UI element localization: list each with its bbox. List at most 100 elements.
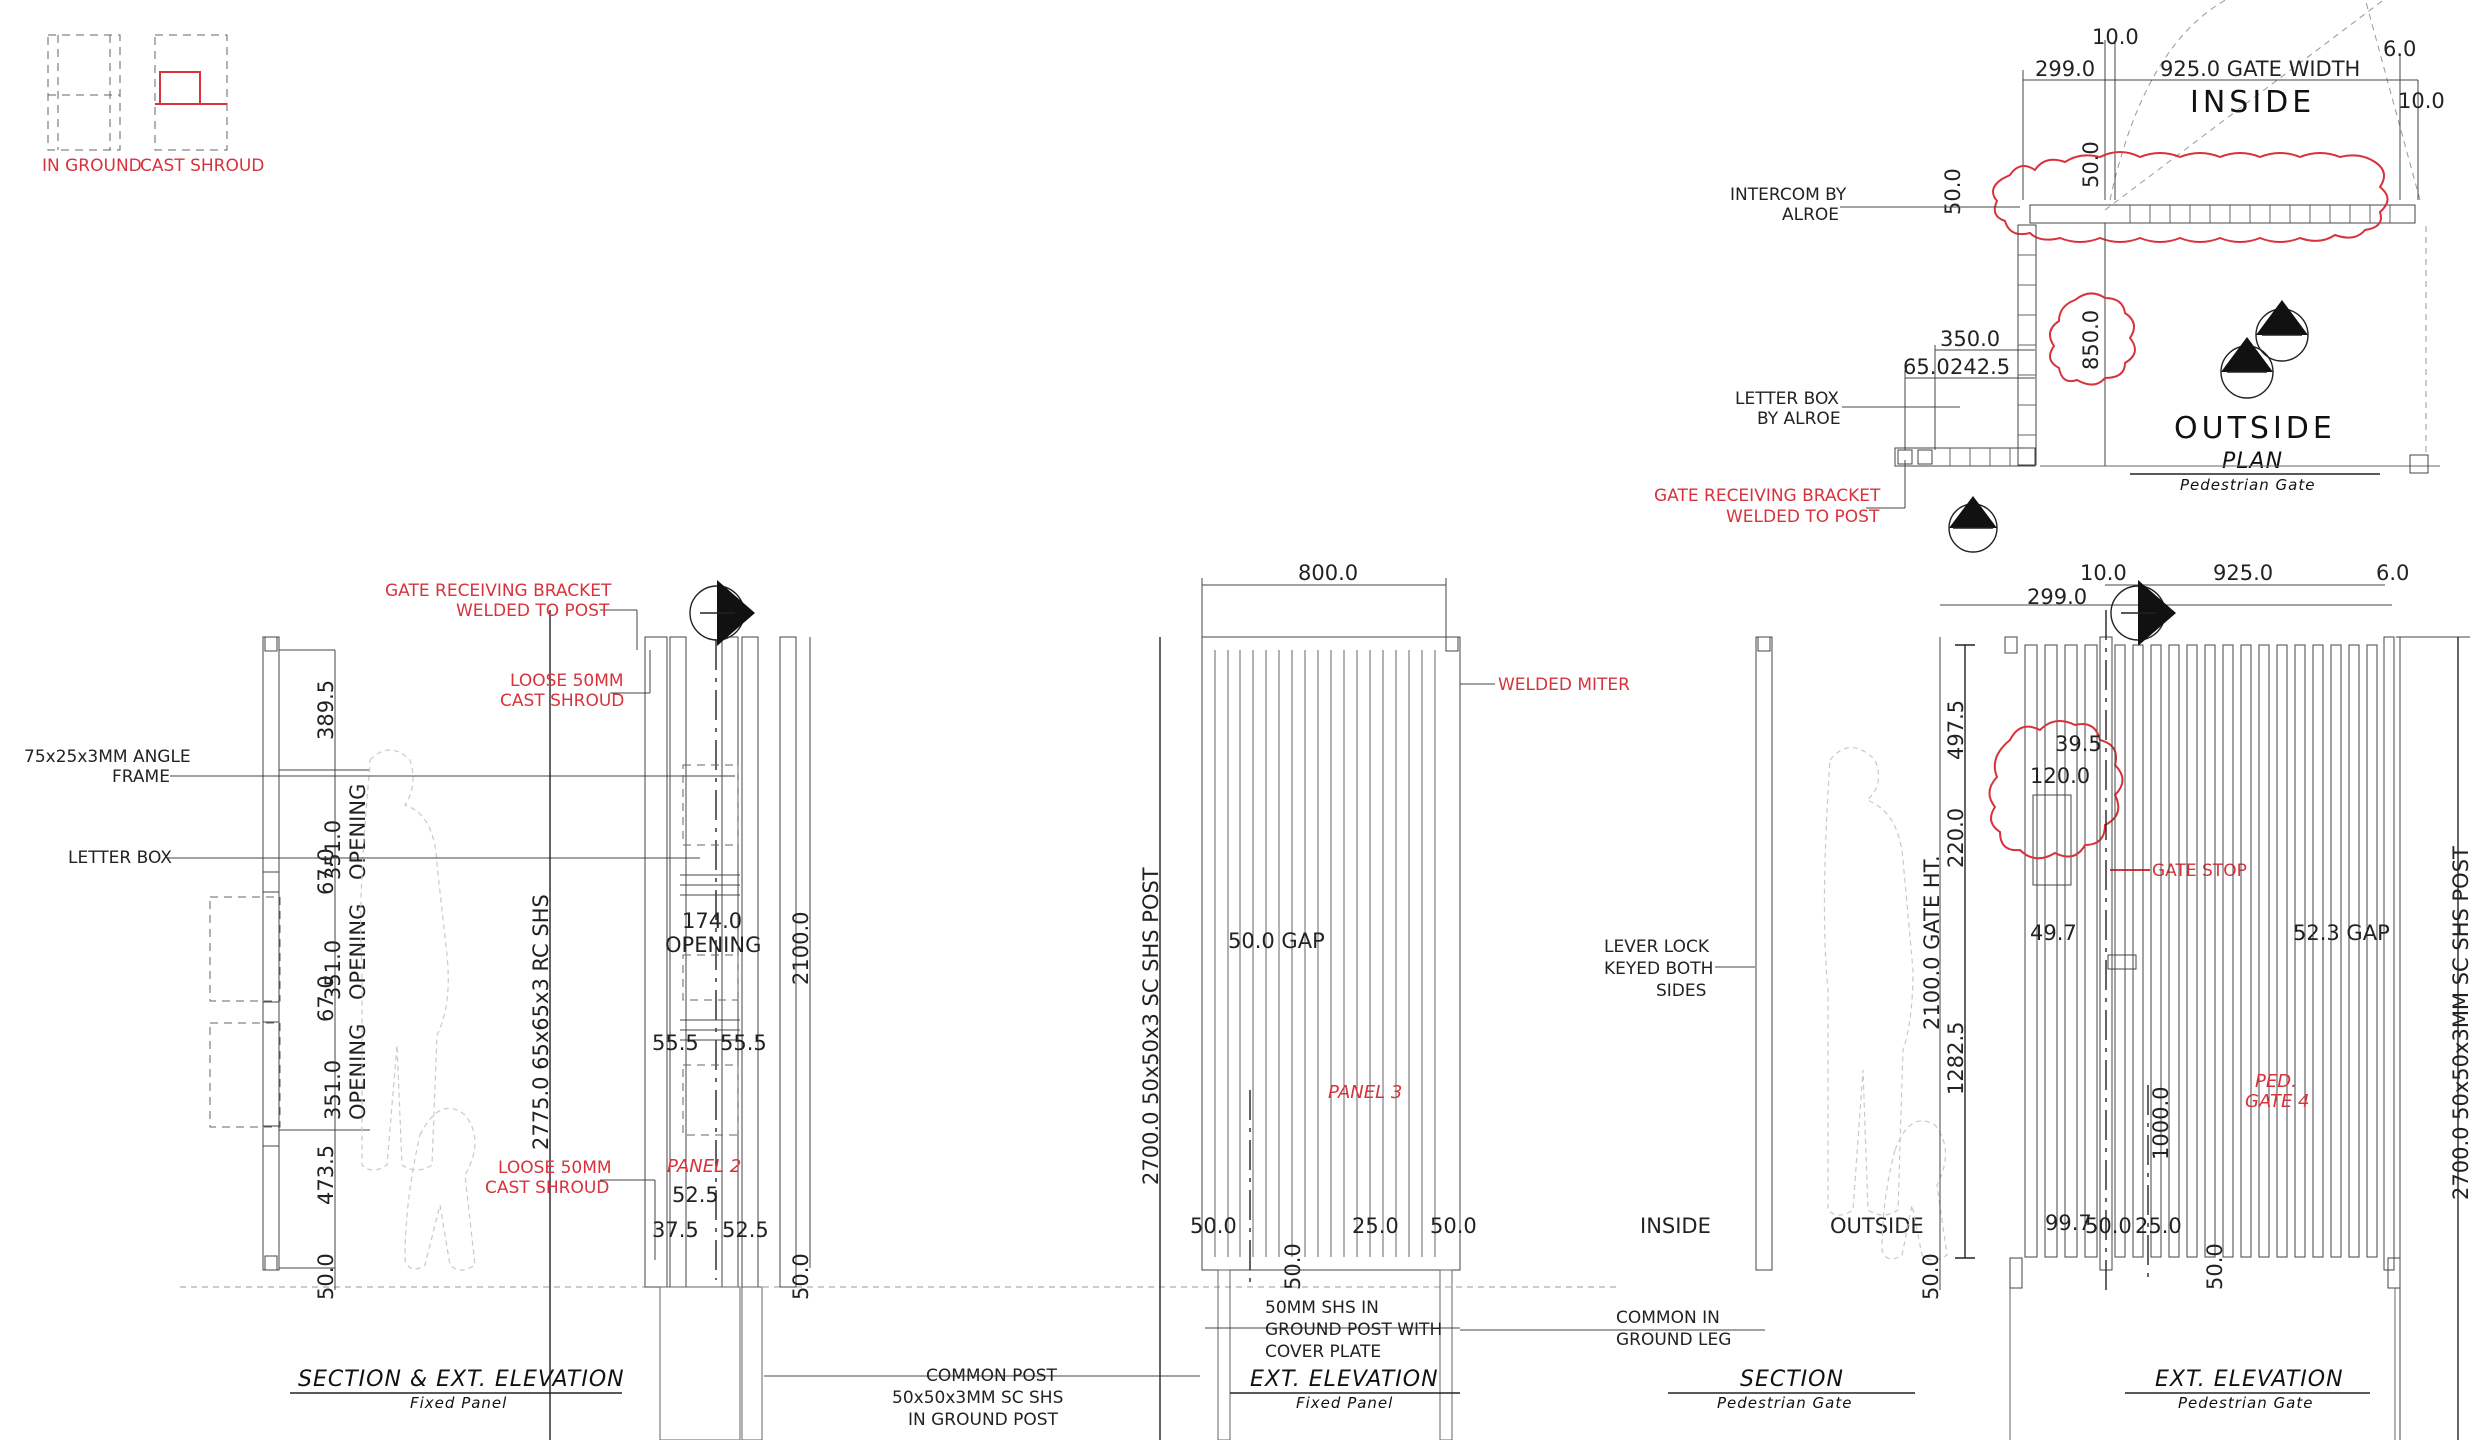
plan-dim-10: 10.0 — [2092, 25, 2139, 49]
ped-post-label: 2700.0 50x50x3MM SC SHS POST — [2449, 846, 2473, 1200]
plan-dim-299: 299.0 — [2035, 57, 2095, 81]
ef-dim-800: 800.0 — [1298, 561, 1358, 585]
legend: IN GROUND CAST SHROUD — [42, 34, 264, 176]
fp-dim-525a: 52.5 — [672, 1183, 719, 1207]
ped-elev-subtitle: Pedestrian Gate — [2178, 1394, 2313, 1412]
fp-opening-b: OPENING — [346, 904, 370, 1000]
ped-dim-1000: 1000.0 — [2149, 1087, 2173, 1160]
ped-lever-label-1: LEVER LOCK — [1604, 937, 1710, 957]
fp-dim-351c: 351.0 — [321, 1060, 345, 1120]
plan-letterbox-label-1: LETTER BOX — [1735, 389, 1839, 409]
fp-dim-50b: 50.0 — [789, 1253, 813, 1300]
ped-dim-25: 25.0 — [2135, 1214, 2182, 1238]
common-ground-leg-note: COMMON IN GROUND LEG — [1460, 1308, 1765, 1350]
legend-cast-shroud-label: CAST SHROUD — [140, 156, 264, 176]
ef-slats — [1214, 650, 1436, 1257]
fp-opening-c: OPENING — [346, 1024, 370, 1120]
fp-title: SECTION & EXT. ELEVATION — [298, 1367, 625, 1392]
ped-lever-label-3: SIDES — [1656, 981, 1706, 1001]
ef-title: EXT. ELEVATION — [1250, 1367, 1439, 1392]
plan-dim-10b: 10.0 — [2398, 89, 2445, 113]
scale-figure-dog — [1881, 1120, 1948, 1261]
ped-dim-1282: 1282.5 — [1944, 1022, 1968, 1095]
plan-dim-50b: 50.0 — [1941, 168, 1965, 215]
plan-dim-65: 65.0 — [1903, 355, 1950, 379]
plan-dim-350: 350.0 — [1940, 327, 2000, 351]
fp-dim-555b: 55.5 — [720, 1031, 767, 1055]
plan-letterbox-label-2: BY ALROE — [1757, 409, 1841, 429]
ped-dim-120: 120.0 — [2030, 764, 2090, 788]
plan-bracket-label-1: GATE RECEIVING BRACKET — [1654, 486, 1881, 506]
plan-dim-6: 6.0 — [2383, 37, 2416, 61]
plan-bracket-label-2: WELDED TO POST — [1726, 507, 1880, 527]
fp-shroud-b-label-1: LOOSE 50MM — [498, 1158, 612, 1178]
ef-dim-25: 25.0 — [1352, 1214, 1399, 1238]
plan-dim-850: 850.0 — [2079, 310, 2103, 370]
ped-dim-523: 52.3 GAP — [2293, 921, 2390, 945]
section-marker-icon — [2220, 300, 2309, 399]
ef-post-label: 2700.0 50x50x3 SC SHS POST — [1139, 867, 1163, 1185]
ef-shs-label-1: 50MM SHS IN — [1265, 1298, 1379, 1318]
ef-dim-50c: 50.0 — [1281, 1243, 1305, 1290]
ped-dim-497: 497.5 — [1944, 700, 1968, 760]
scale-figure-person — [360, 749, 449, 1171]
plan-subtitle: Pedestrian Gate — [2180, 476, 2315, 494]
fp-dim-351a: 351.0 — [321, 820, 345, 880]
ef-dim-50a: 50.0 — [1190, 1214, 1237, 1238]
in-ground-legend-icon — [47, 34, 121, 151]
fp-angle-label-1: 75x25x3MM ANGLE — [24, 747, 191, 767]
plan-view: 10.0 6.0 299.0 925.0 GATE WIDTH 10.0 INS… — [1654, 0, 2445, 553]
ped-gate-label-1: PED. — [2255, 1071, 2297, 1092]
fp-letterbox-label: LETTER BOX — [68, 848, 172, 868]
plan-gate-width: 925.0 GATE WIDTH — [2160, 57, 2360, 81]
ef-welded-label: WELDED MITER — [1498, 675, 1630, 695]
plan-intercom-label-1: INTERCOM BY — [1730, 185, 1847, 205]
ped-section-title: SECTION — [1740, 1367, 1844, 1392]
plan-intercom-label-2: ALROE — [1782, 205, 1839, 225]
fp-dim-67b: 67.0 — [314, 975, 338, 1022]
fp-bracket-label-2: WELDED TO POST — [456, 601, 610, 621]
ped-dim-50a-left: 50.0 — [1919, 1253, 1943, 1300]
fp-shroud-b-label-2: CAST SHROUD — [485, 1178, 609, 1198]
scale-figure-dog — [404, 1107, 476, 1271]
common-post-label-2: 50x50x3MM SC SHS — [892, 1388, 1063, 1408]
fp-opening-a: OPENING — [346, 784, 370, 880]
ped-dim-220: 220.0 — [1944, 808, 1968, 868]
fp-dim-174: 174.0 — [682, 909, 742, 933]
revision-cloud-850 — [2049, 292, 2136, 386]
fp-dim-555a: 55.5 — [652, 1031, 699, 1055]
legend-in-ground-label: IN GROUND — [42, 156, 142, 176]
ped-dim-497b: 49.7 — [2030, 921, 2077, 945]
ef-gap-label: 50.0 GAP — [1228, 929, 1325, 953]
ped-dim-6: 6.0 — [2376, 561, 2409, 585]
ped-gate-label-2: GATE 4 — [2245, 1091, 2310, 1112]
common-post-label-1: COMMON POST — [926, 1366, 1058, 1386]
section-marker-icon — [689, 580, 755, 646]
fp-dim-50: 50.0 — [314, 1253, 338, 1300]
common-post-note: COMMON POST 50x50x3MM SC SHS IN GROUND P… — [764, 1366, 1200, 1430]
pedestrian-gate-views: 10.0 925.0 6.0 299.0 INSIDE OUTSIDE LEVE… — [1604, 561, 2473, 1440]
plan-inside-label: INSIDE — [2190, 85, 2315, 120]
plan-dim-50a: 50.0 — [2079, 141, 2103, 188]
ef-shs-label-2: GROUND POST WITH — [1265, 1320, 1442, 1340]
plan-dim-242: 242.5 — [1950, 355, 2010, 379]
ef-shs-label-3: COVER PLATE — [1265, 1342, 1381, 1362]
fp-angle-label-2: FRAME — [112, 767, 170, 787]
ef-subtitle: Fixed Panel — [1296, 1394, 1393, 1412]
revision-cloud — [1992, 151, 2389, 243]
plan-outside-label: OUTSIDE — [2174, 411, 2336, 446]
fp-dim-473: 473.5 — [314, 1145, 338, 1205]
ped-dim-50c: 50.0 — [2203, 1243, 2227, 1290]
ped-dim-10: 10.0 — [2080, 561, 2127, 585]
fp-dim-389: 389.5 — [314, 680, 338, 740]
ped-dim-925: 925.0 — [2213, 561, 2273, 585]
fp-dim-67a: 67.0 — [314, 848, 338, 895]
ped-inside-label: INSIDE — [1640, 1214, 1711, 1238]
cast-shroud-legend-icon — [154, 34, 228, 151]
section-marker-icon — [1948, 496, 1998, 553]
ped-dim-997: 99.7 — [2045, 1211, 2092, 1235]
ped-section-subtitle: Pedestrian Gate — [1717, 1394, 1852, 1412]
scale-figure-person — [1823, 746, 1914, 1216]
fp-opening-d: OPENING — [665, 933, 761, 957]
